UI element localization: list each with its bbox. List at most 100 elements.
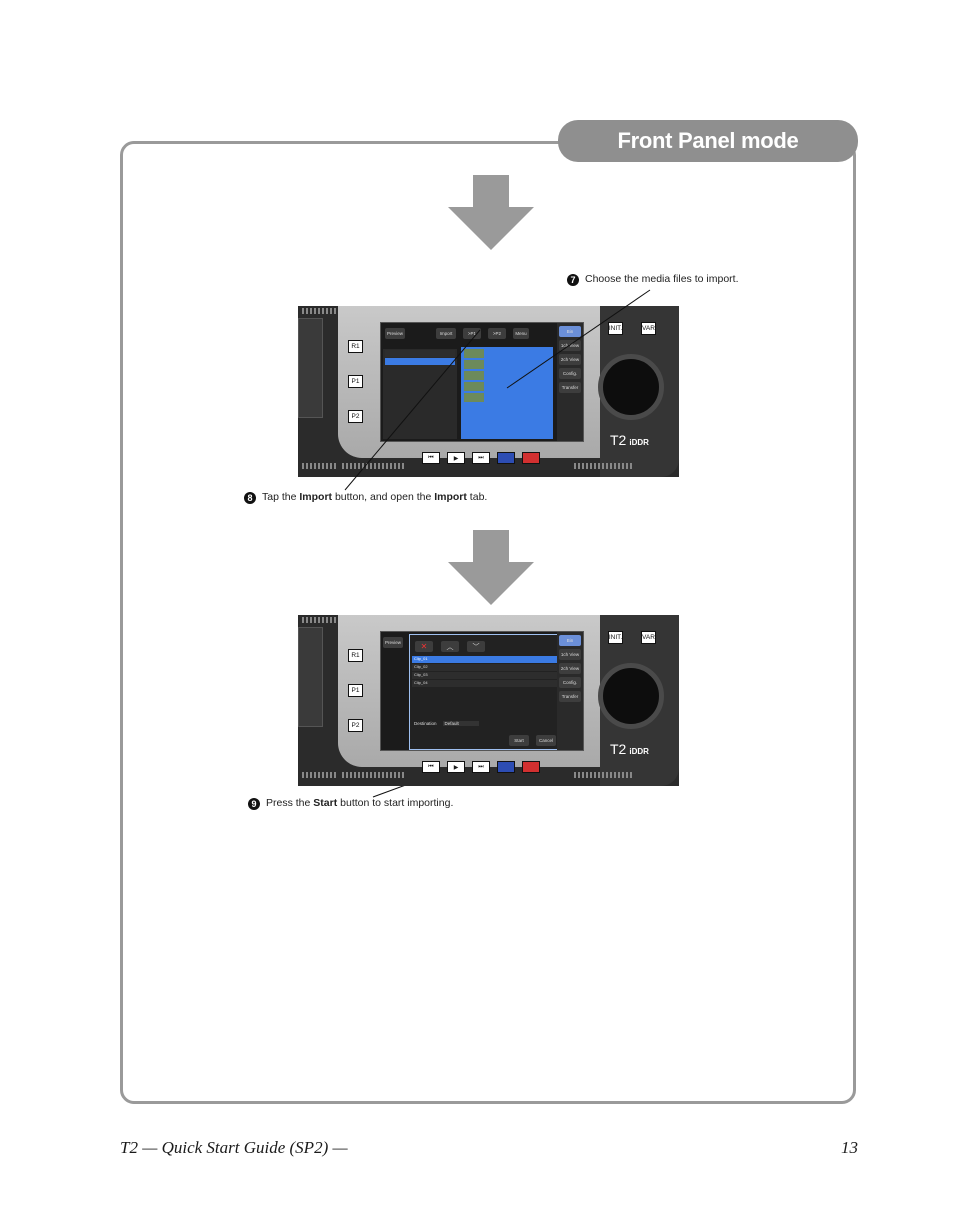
record-icon[interactable] [522, 761, 540, 773]
bin-button[interactable]: Bin [559, 326, 581, 337]
callout-text: button, and open the [332, 491, 435, 503]
stop-icon[interactable] [497, 452, 515, 464]
callout-text: button to start importing. [337, 797, 454, 809]
vent-grill [342, 463, 406, 469]
brand-sub: iDDR [629, 747, 649, 756]
2ch-view-button[interactable]: 2ch View [559, 663, 581, 674]
touch-screen: ✕ ︿ ﹀ Clip_01 Clip_02 Clip_03 Clip_04 De… [380, 631, 584, 751]
list-item[interactable] [385, 358, 455, 365]
callout-bold: Import [434, 491, 467, 503]
config-button[interactable]: Config. [559, 368, 581, 379]
step-number: 9 [248, 798, 260, 810]
callout-text: Choose the media files to import. [585, 273, 739, 285]
transfer-button[interactable]: Transfer [559, 691, 581, 702]
menu-button[interactable]: Menu [513, 328, 529, 339]
transport-controls: ⏮ ▶ ⏭ [422, 452, 540, 464]
chevron-down-icon[interactable]: ﹀ [467, 641, 485, 652]
rewind-icon[interactable]: ⏮ [422, 761, 440, 773]
callout-step-8: 8 Tap the Import button, and open the Imp… [244, 491, 487, 504]
vent-grill [302, 463, 336, 469]
content-frame [120, 141, 856, 1104]
start-button[interactable]: Start [509, 735, 529, 746]
chevron-up-icon[interactable]: ︿ [441, 641, 459, 652]
clip-thumbnail [464, 393, 484, 402]
forward-icon[interactable]: ⏭ [472, 761, 490, 773]
brand-name: T2 [610, 741, 627, 757]
callout-bold: Start [313, 797, 338, 809]
jog-dial[interactable] [598, 354, 664, 420]
table-row[interactable]: Clip_04 [412, 680, 558, 687]
table-row[interactable]: Clip_01 [412, 656, 558, 663]
play-icon[interactable]: ▶ [447, 761, 465, 773]
table-row[interactable]: Clip_02 [412, 664, 558, 671]
folder-tree [383, 349, 457, 439]
cancel-button[interactable]: Cancel [536, 735, 556, 746]
vent-grill [342, 772, 406, 778]
brand-sub: iDDR [629, 438, 649, 447]
destination-field[interactable]: Default [442, 721, 479, 726]
init-button[interactable]: INIT. [608, 631, 623, 644]
r1-button[interactable]: R1 [348, 649, 363, 662]
step-number: 8 [244, 492, 256, 504]
forward-icon[interactable]: ⏭ [472, 452, 490, 464]
step-number: 7 [567, 274, 579, 286]
preview-button[interactable]: Preview [383, 637, 403, 648]
callout-step-7: 7 Choose the media files to import. [567, 273, 739, 286]
list-item[interactable] [385, 350, 455, 357]
p1-channel-button[interactable]: >P1 [463, 328, 481, 339]
device-side-panel [298, 627, 323, 727]
vent-grill [302, 617, 336, 623]
vent-grill [574, 463, 634, 469]
1ch-view-button[interactable]: 1ch View [559, 649, 581, 660]
clip-thumbnail [464, 371, 484, 380]
init-button[interactable]: INIT. [608, 322, 623, 335]
transfer-button[interactable]: Transfer [559, 382, 581, 393]
dialog-actions: Start Cancel [507, 732, 558, 746]
rewind-icon[interactable]: ⏮ [422, 452, 440, 464]
callout-text: Tap the [262, 491, 300, 503]
device-side-panel [298, 318, 323, 418]
p2-button[interactable]: P2 [348, 410, 363, 423]
footer-title: T2 — Quick Start Guide (SP2) — [120, 1138, 348, 1157]
screen-side-menu: Bin 1ch View 2ch View Config. Transfer [557, 632, 583, 750]
record-icon[interactable] [522, 452, 540, 464]
dialog-toolbar: ✕ ︿ ﹀ [410, 635, 560, 655]
preview-button[interactable]: Preview [385, 328, 405, 339]
import-dialog: ✕ ︿ ﹀ Clip_01 Clip_02 Clip_03 Clip_04 De… [409, 634, 561, 750]
1ch-view-button[interactable]: 1ch View [559, 340, 581, 351]
play-icon[interactable]: ▶ [447, 452, 465, 464]
jog-dial[interactable] [598, 663, 664, 729]
var-button[interactable]: VAR [641, 631, 656, 644]
clip-thumbnail-list[interactable] [461, 347, 553, 439]
callout-step-9: 9 Press the Start button to start importi… [248, 797, 453, 810]
down-arrow-icon [448, 175, 534, 250]
touch-screen: Preview Import >P1 >P2 Menu Bin 1ch View… [380, 322, 584, 442]
down-arrow-icon [448, 530, 534, 605]
table-row[interactable]: Clip_03 [412, 672, 558, 679]
var-button[interactable]: VAR [641, 322, 656, 335]
bin-button[interactable]: Bin [559, 635, 581, 646]
clip-thumbnail [464, 360, 484, 369]
p1-button[interactable]: P1 [348, 684, 363, 697]
screen-side-menu: Bin 1ch View 2ch View Config. Transfer [557, 323, 583, 441]
brand-name: T2 [610, 432, 627, 448]
import-button[interactable]: Import [436, 328, 456, 339]
transport-controls: ⏮ ▶ ⏭ [422, 761, 540, 773]
p2-button[interactable]: P2 [348, 719, 363, 732]
2ch-view-button[interactable]: 2ch View [559, 354, 581, 365]
vent-grill [574, 772, 634, 778]
config-button[interactable]: Config. [559, 677, 581, 688]
callout-text: Press the [266, 797, 314, 809]
stop-icon[interactable] [497, 761, 515, 773]
r1-button[interactable]: R1 [348, 340, 363, 353]
close-icon[interactable]: ✕ [415, 641, 433, 652]
callout-bold: Import [299, 491, 333, 503]
p1-button[interactable]: P1 [348, 375, 363, 388]
p2-channel-button[interactable]: >P2 [488, 328, 506, 339]
destination-label: Destination [414, 721, 437, 726]
